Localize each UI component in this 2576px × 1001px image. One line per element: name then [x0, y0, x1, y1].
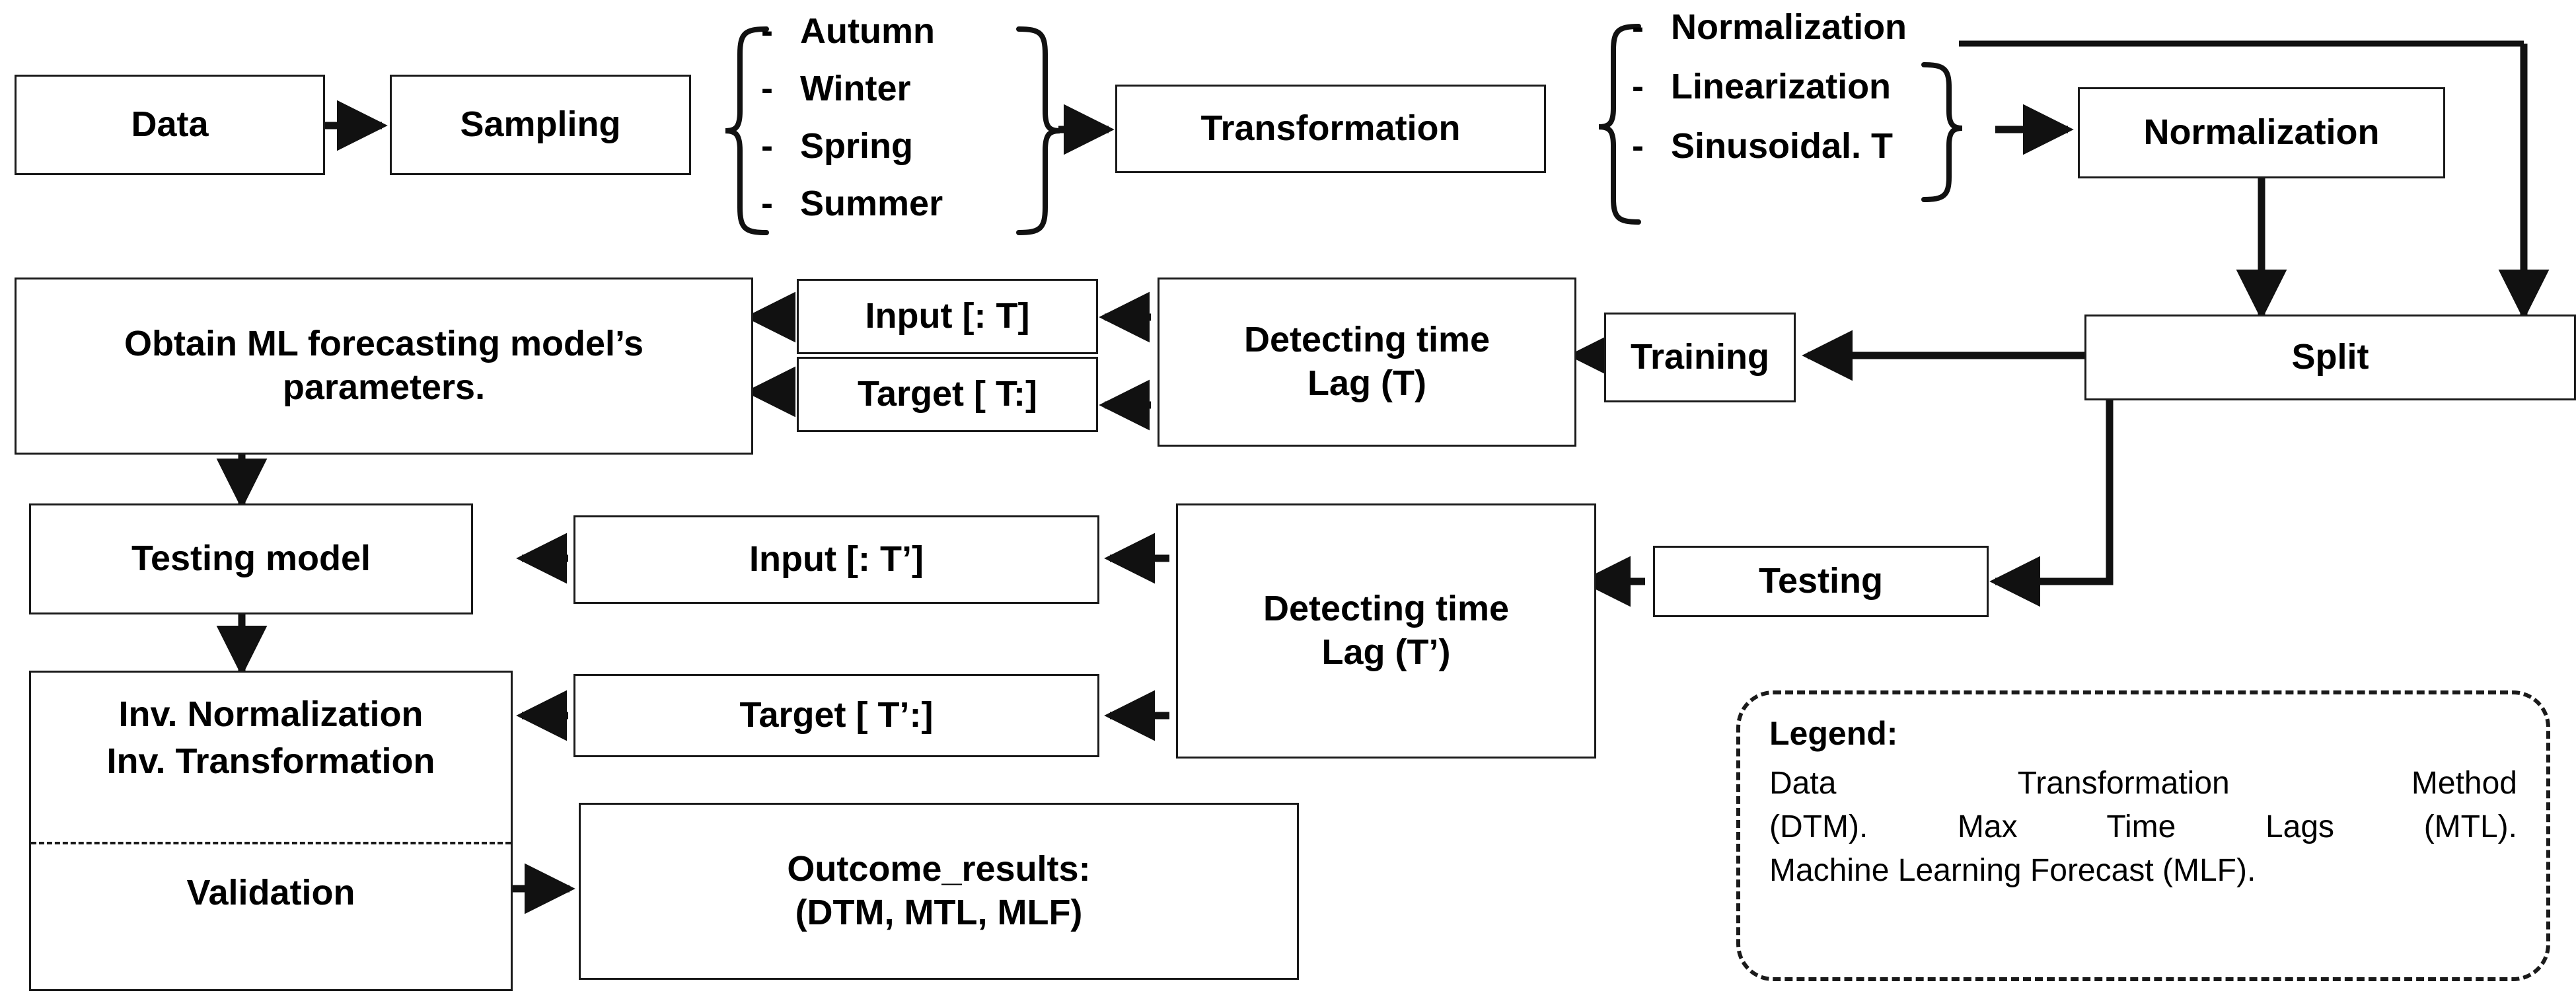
node-detecting-lag-t[interactable]: Detecting time Lag (T) — [1158, 278, 1576, 447]
sampling-option-2-bullet: - — [761, 126, 773, 166]
node-input-tp-label: Input [: T’] — [749, 539, 924, 579]
sampling-option-2: - Spring — [761, 126, 913, 167]
node-data[interactable]: Data — [15, 75, 325, 175]
node-inv-normalization-label: Inv. Normalization — [118, 694, 423, 734]
node-sampling-label: Sampling — [460, 104, 621, 145]
node-detecting-lag-t-line1: Detecting time — [1243, 320, 1490, 360]
transformation-option-2-label: Sinusoidal. T — [1671, 126, 1894, 166]
node-outcome-line1: Outcome_results: — [787, 849, 1091, 889]
node-inv-block[interactable]: Inv. Normalization Inv. Transformation V… — [29, 671, 513, 991]
node-testing-model[interactable]: Testing model — [29, 503, 473, 614]
node-input-tp[interactable]: Input [: T’] — [573, 515, 1099, 604]
sampling-option-1-label: Winter — [800, 69, 911, 108]
sampling-option-3-bullet: - — [761, 184, 773, 223]
node-validation-label: Validation — [186, 873, 355, 912]
sampling-option-0-label: Autumn — [800, 11, 935, 51]
transformation-option-1: - Linearization — [1632, 66, 1891, 107]
node-transformation-label: Transformation — [1200, 108, 1461, 149]
node-normalization-label: Normalization — [2143, 112, 2380, 153]
legend-line-0: Data Transformation Method — [1769, 766, 2517, 801]
sampling-option-1-bullet: - — [761, 69, 773, 108]
node-testing-model-label: Testing model — [131, 538, 371, 579]
node-training-label: Training — [1630, 337, 1769, 377]
legend-panel: Legend: Data Transformation Method (DTM)… — [1736, 690, 2550, 981]
node-split[interactable]: Split — [2084, 315, 2576, 400]
node-target-t[interactable]: Target [ T:] — [797, 357, 1098, 432]
node-detecting-lag-t-line2: Lag (T) — [1307, 363, 1426, 403]
legend-line-2: Machine Learning Forecast (MLF). — [1769, 853, 2256, 889]
brace-seasons-right — [1016, 26, 1060, 235]
sampling-option-1: - Winter — [761, 68, 911, 109]
arrow-split-to-testing — [1989, 400, 2114, 607]
sampling-option-0: - Autumn — [761, 11, 935, 52]
sampling-option-3: - Summer — [761, 183, 943, 224]
node-target-t-label: Target [ T:] — [858, 374, 1037, 414]
node-detecting-lag-tp[interactable]: Detecting time Lag (T’) — [1176, 503, 1596, 759]
node-input-t[interactable]: Input [: T] — [797, 279, 1098, 354]
transformation-option-1-label: Linearization — [1671, 67, 1892, 106]
node-inv-block-top: Inv. Normalization Inv. Transformation — [31, 691, 511, 786]
transformation-option-2-bullet: - — [1632, 126, 1644, 166]
node-input-t-label: Input [: T] — [865, 296, 1030, 336]
node-sampling[interactable]: Sampling — [390, 75, 691, 175]
transformation-option-2: - Sinusoidal. T — [1632, 126, 1893, 167]
inv-block-dashed-divider — [31, 842, 511, 844]
node-inv-transformation-label: Inv. Transformation — [106, 741, 435, 782]
transformation-option-1-bullet: - — [1632, 67, 1644, 106]
node-target-tp-label: Target [ T’:] — [739, 695, 934, 735]
node-detecting-lag-tp-line2: Lag (T’) — [1321, 632, 1451, 672]
node-testing-label: Testing — [1759, 561, 1883, 601]
node-data-label: Data — [131, 104, 209, 145]
node-detecting-lag-tp-line1: Detecting time — [1263, 589, 1510, 629]
legend-line-1: (DTM). Max Time Lags (MTL). — [1769, 809, 2517, 845]
node-target-tp[interactable]: Target [ T’:] — [573, 674, 1099, 757]
node-validation[interactable]: Validation — [31, 872, 511, 913]
sampling-option-0-bullet: - — [761, 11, 773, 51]
node-split-label: Split — [2291, 337, 2369, 377]
legend-body: Data Transformation Method (DTM). Max Ti… — [1769, 762, 2517, 893]
node-outcome-line2: (DTM, MTL, MLF) — [795, 893, 1083, 932]
node-testing[interactable]: Testing — [1653, 546, 1989, 617]
node-normalization[interactable]: Normalization — [2078, 87, 2445, 178]
transformation-option-0-bullet: - — [1632, 7, 1644, 47]
node-obtain-params[interactable]: Obtain ML forecasting model’s parameters… — [15, 278, 753, 455]
transformation-option-0-label: Normalization — [1671, 7, 1907, 47]
brace-seasons-left — [725, 26, 769, 235]
node-obtain-params-line1: Obtain ML forecasting model’s — [124, 324, 644, 364]
node-training[interactable]: Training — [1604, 313, 1796, 402]
node-obtain-params-line2: parameters. — [282, 367, 486, 407]
legend-title: Legend: — [1769, 715, 1898, 752]
sampling-option-2-label: Spring — [800, 126, 913, 166]
node-outcome-results[interactable]: Outcome_results: (DTM, MTL, MLF) — [579, 803, 1299, 980]
sampling-option-3-label: Summer — [800, 184, 943, 223]
brace-transform-right — [1921, 62, 1963, 202]
transformation-option-0: - Normalization — [1632, 7, 1907, 48]
brace-transform-left — [1598, 24, 1641, 225]
node-transformation[interactable]: Transformation — [1115, 85, 1546, 173]
